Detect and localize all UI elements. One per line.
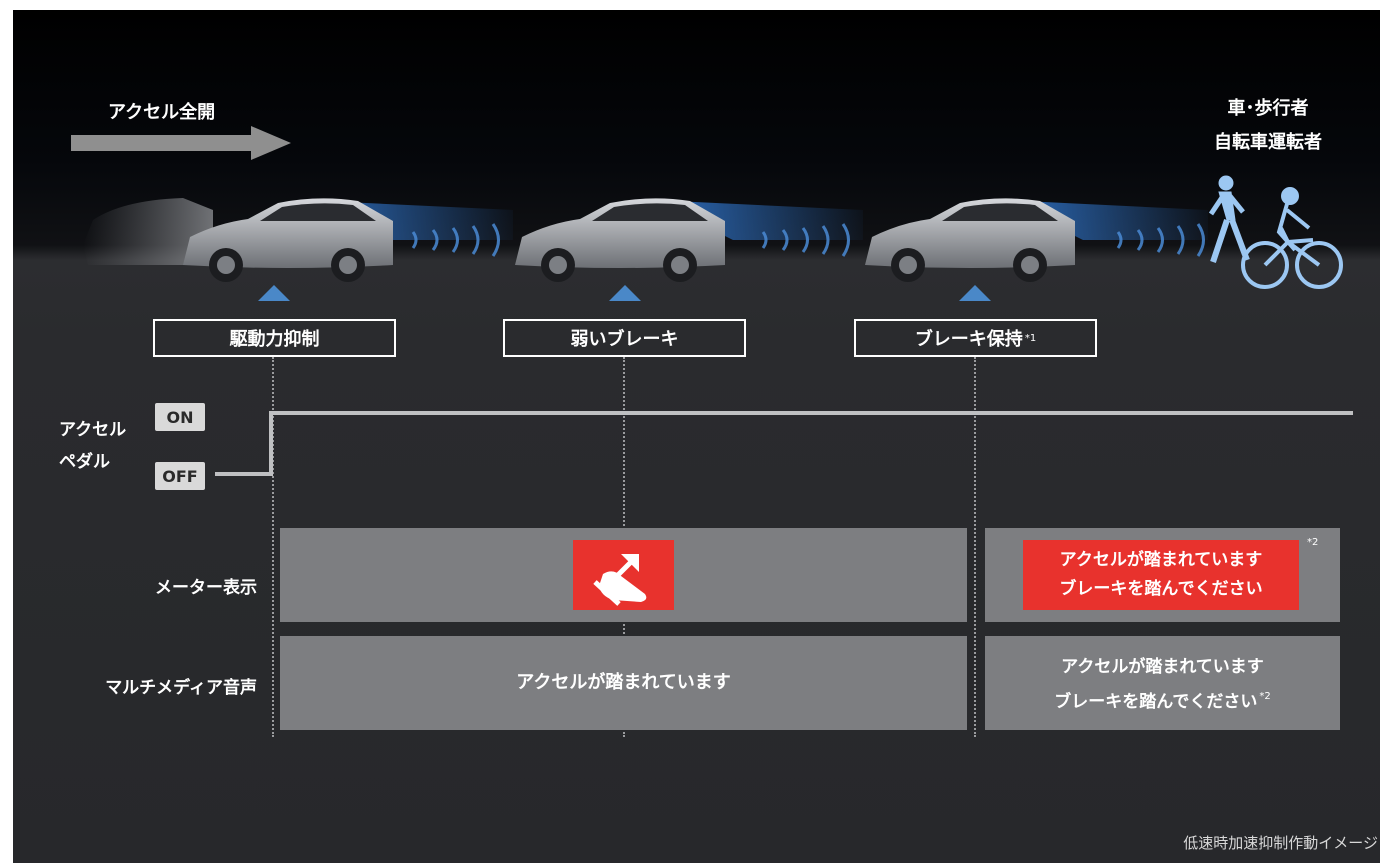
pedal-off-badge: OFF bbox=[155, 462, 205, 490]
accel-pedal-label-line2: ペダル bbox=[59, 452, 110, 472]
audio-message-right-line2: ブレーキを踏んでください bbox=[1054, 692, 1258, 712]
stage-label-3-note: *1 bbox=[1024, 332, 1037, 344]
audio-message-right-line1: アクセルが踏まれています bbox=[1061, 657, 1264, 677]
target-label-line1: 車･歩行者 bbox=[1227, 98, 1309, 119]
car-2 bbox=[515, 198, 725, 282]
pedal-state-line bbox=[215, 411, 1353, 476]
audio-note: *2 bbox=[1259, 691, 1271, 702]
stage-marker-2 bbox=[609, 285, 641, 301]
car-3 bbox=[865, 198, 1075, 282]
meter-panel-warning-icon-phase bbox=[280, 528, 967, 622]
target-label: 車･歩行者 自転車運転者 bbox=[1188, 92, 1348, 160]
stage-label-weak-brake: 弱いブレーキ bbox=[503, 319, 746, 357]
meter-message-line1: アクセルが踏まれています bbox=[1059, 550, 1263, 570]
meter-warning-message: アクセルが踏まれています ブレーキを踏んでください bbox=[1023, 540, 1299, 610]
stage-label-drive-force-suppression: 駆動力抑制 bbox=[153, 319, 396, 357]
sonar-waves bbox=[411, 223, 1205, 257]
audio-message-right: アクセルが踏まれています ブレーキを踏んでください*2 bbox=[985, 652, 1340, 717]
stage-label-brake-hold: ブレーキ保持*1 bbox=[854, 319, 1097, 357]
image-caption: 低速時加速抑制作動イメージ bbox=[1183, 834, 1378, 852]
stage-marker-1 bbox=[258, 285, 290, 301]
audio-panel-left: アクセルが踏まれています bbox=[280, 636, 967, 730]
accel-full-open-label: アクセル全開 bbox=[108, 102, 216, 123]
multimedia-audio-label: マルチメディア音声 bbox=[105, 678, 257, 698]
meter-panel-message-phase: アクセルが踏まれています ブレーキを踏んでください *2 bbox=[985, 528, 1340, 622]
meter-message-line2: ブレーキを踏んでください bbox=[1059, 579, 1263, 599]
stage-label-3-text: ブレーキ保持 bbox=[914, 329, 1023, 350]
meter-note: *2 bbox=[1307, 537, 1319, 548]
road-scene bbox=[83, 175, 1343, 289]
foot-on-pedal-warning-icon bbox=[573, 540, 674, 610]
meter-display-label: メーター表示 bbox=[155, 578, 257, 598]
target-label-line2: 自転車運転者 bbox=[1214, 132, 1322, 153]
audio-message-left: アクセルが踏まれています bbox=[516, 672, 731, 693]
forward-arrow-icon bbox=[71, 126, 291, 160]
timeline-guide-3 bbox=[974, 357, 976, 737]
pedestrian-icon bbox=[1208, 175, 1250, 263]
stage-label-2-text: 弱いブレーキ bbox=[570, 329, 679, 350]
diagram-canvas: アクセル全開 車･歩行者 自転車運転者 bbox=[13, 10, 1380, 863]
accel-pedal-label: アクセル ペダル bbox=[59, 414, 126, 478]
audio-panel-right: アクセルが踏まれています ブレーキを踏んでください*2 bbox=[985, 636, 1340, 730]
car-1 bbox=[183, 198, 393, 282]
pedal-on-badge: ON bbox=[155, 403, 205, 431]
accel-pedal-label-line1: アクセル bbox=[59, 420, 127, 440]
motion-blur-car bbox=[83, 198, 213, 265]
stage-marker-3 bbox=[959, 285, 991, 301]
timeline-guide-1 bbox=[272, 357, 274, 737]
stage-label-1-text: 駆動力抑制 bbox=[229, 329, 320, 350]
cyclist-icon bbox=[1241, 187, 1343, 289]
